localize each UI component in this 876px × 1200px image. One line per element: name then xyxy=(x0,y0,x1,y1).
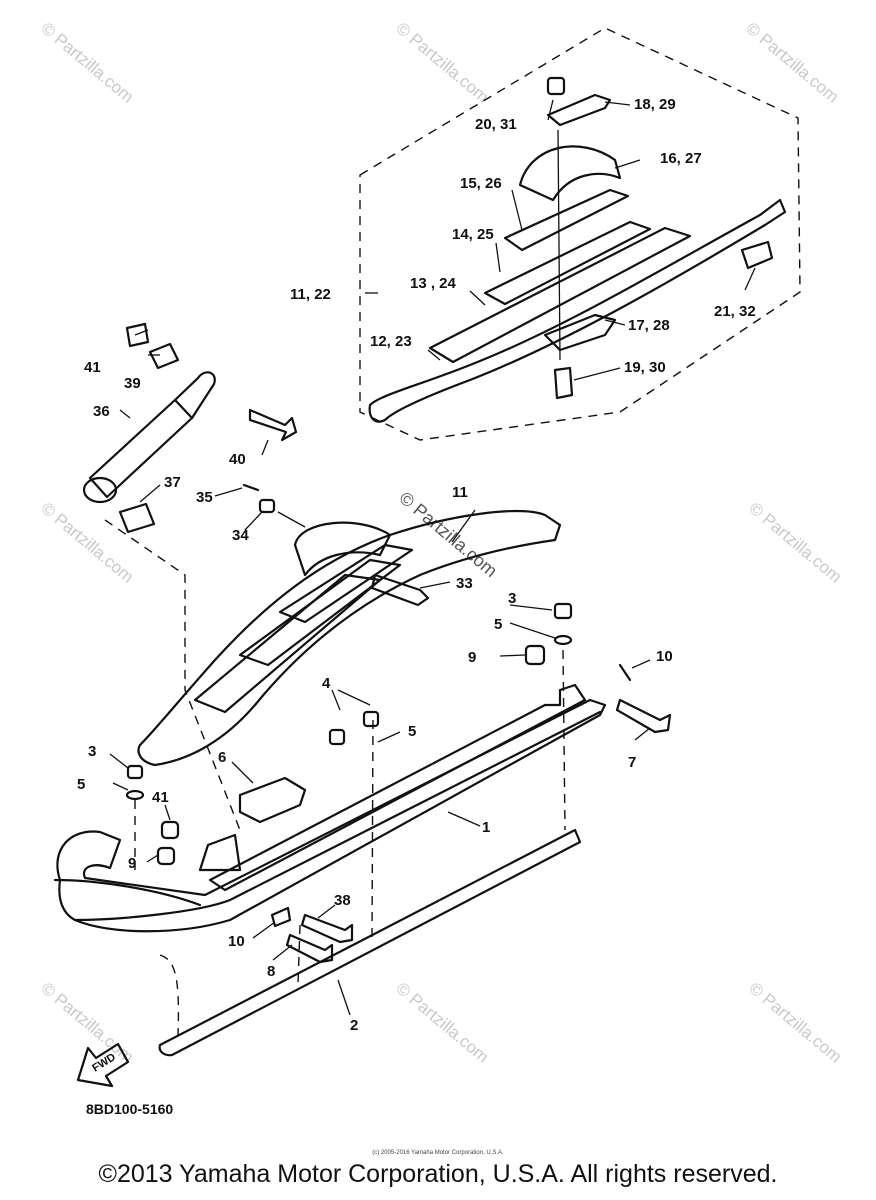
leader-lines xyxy=(104,99,756,1036)
watermark-center: © Partzilla.com xyxy=(395,488,501,581)
leaf-14 xyxy=(483,220,652,306)
callout-34: 34 xyxy=(232,527,249,544)
callout-19-30: 19, 30 xyxy=(624,359,666,376)
callout-38: 38 xyxy=(334,892,351,909)
callout-41-top: 41 xyxy=(84,359,101,376)
callout-9-left: 9 xyxy=(128,855,136,872)
leaf-15 xyxy=(503,188,630,252)
callout-5-left: 5 xyxy=(77,776,85,793)
callout-6: 6 xyxy=(218,749,226,766)
callout-7: 7 xyxy=(628,754,636,771)
watermarks: © Partzilla.com © Partzilla.com © Partzi… xyxy=(37,19,845,1067)
callout-9-right: 9 xyxy=(468,649,476,666)
diagram-code: 8BD100-5160 xyxy=(86,1101,173,1117)
callout-37: 37 xyxy=(164,474,181,491)
callout-4: 4 xyxy=(322,675,331,692)
bolt-38 xyxy=(300,913,354,944)
ski-runner xyxy=(158,828,582,1057)
watermark-bottom-right: © Partzilla.com xyxy=(745,979,845,1067)
callout-40: 40 xyxy=(229,451,246,468)
callout-13-24: 13 , 24 xyxy=(410,275,457,292)
pin-10 xyxy=(618,663,632,682)
bolt-40 xyxy=(248,408,298,442)
callout-20-31: 20, 31 xyxy=(475,116,517,133)
bracket-6 xyxy=(238,776,307,824)
callout-16-27: 16, 27 xyxy=(660,150,702,167)
bushing-21 xyxy=(740,240,774,270)
callout-21-32: 21, 32 xyxy=(714,303,756,320)
main-leaf-spring xyxy=(137,510,562,767)
callout-1: 1 xyxy=(482,819,490,836)
bracket-18 xyxy=(546,93,612,127)
callout-36: 36 xyxy=(93,403,110,420)
bolt-7 xyxy=(615,698,672,734)
main-leaf-12 xyxy=(368,198,787,423)
bolt-8 xyxy=(285,933,334,964)
nut-20 xyxy=(546,76,566,96)
hardware-upper xyxy=(242,408,298,514)
leaf-13 xyxy=(428,226,692,364)
clamp-16 xyxy=(518,145,622,202)
watermark-bottom-center: © Partzilla.com xyxy=(392,979,492,1067)
hardware-misc xyxy=(125,602,672,964)
callout-11-22: 11, 22 xyxy=(290,286,331,303)
callout-10-left: 10 xyxy=(228,933,245,950)
collar-37 xyxy=(118,502,156,534)
callout-18-29: 18, 29 xyxy=(634,96,676,113)
callout-3-left: 3 xyxy=(88,743,96,760)
watermark-top-center: © Partzilla.com xyxy=(392,19,492,107)
callout-labels: 1 2 3 3 4 5 5 5 6 7 8 9 9 10 10 11 33 34… xyxy=(77,96,756,1034)
cap-41 xyxy=(125,322,150,348)
watermark-mid-right: © Partzilla.com xyxy=(745,499,845,587)
fwd-arrow-icon: FWD xyxy=(76,1042,130,1088)
small-copyright: (c) 2005-2016 Yamaha Motor Corporation, … xyxy=(372,1150,504,1156)
callout-41-bottom: 41 xyxy=(152,789,169,806)
shock-absorber xyxy=(82,322,216,534)
callout-39: 39 xyxy=(124,375,141,392)
callout-2: 2 xyxy=(350,1017,358,1034)
detail-leaf-spring xyxy=(368,76,787,423)
watermark-top-right: © Partzilla.com xyxy=(742,19,842,107)
seat-17 xyxy=(543,313,617,352)
copyright-notice: ©2013 Yamaha Motor Corporation, U.S.A. A… xyxy=(98,1160,778,1188)
callout-12-23: 12, 23 xyxy=(370,333,412,350)
callout-15-26: 15, 26 xyxy=(460,175,502,192)
bolt-19 xyxy=(553,366,574,400)
callout-8: 8 xyxy=(267,963,275,980)
callout-11: 11 xyxy=(452,484,468,501)
callout-3-right: 3 xyxy=(508,590,516,607)
callout-5-right: 5 xyxy=(494,616,502,633)
leaf-spring-detail-box xyxy=(359,27,801,441)
watermark-top-left: © Partzilla.com xyxy=(37,19,137,107)
callout-10-right: 10 xyxy=(656,648,673,665)
callout-5-center: 5 xyxy=(408,723,416,740)
callout-14-25: 14, 25 xyxy=(452,226,494,243)
callout-17-28: 17, 28 xyxy=(628,317,670,334)
ski-body xyxy=(53,683,607,933)
callout-35: 35 xyxy=(196,489,213,506)
bolt-33 xyxy=(370,573,430,607)
callout-33: 33 xyxy=(456,575,473,592)
collar-39 xyxy=(148,342,180,370)
